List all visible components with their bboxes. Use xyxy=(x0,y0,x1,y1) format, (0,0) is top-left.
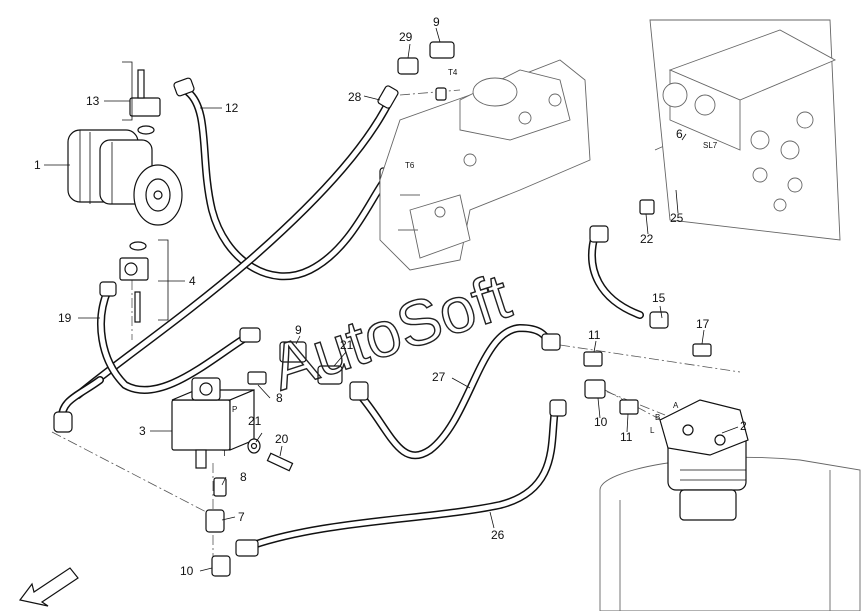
callout-10-lower: 10 xyxy=(180,564,194,578)
callout-11-upper: 11 xyxy=(588,328,601,342)
port-label-l: L xyxy=(650,426,655,435)
callout-13: 13 xyxy=(86,94,100,108)
callout-27: 27 xyxy=(432,370,446,384)
port-label-b: B xyxy=(655,413,660,422)
callout-21-lower: 21 xyxy=(248,414,262,428)
callout-10-right: 10 xyxy=(594,415,608,429)
callout-15: 15 xyxy=(652,291,666,305)
callout-20: 20 xyxy=(275,432,289,446)
callout-22: 22 xyxy=(640,232,654,246)
motor-and-tank xyxy=(599,399,861,611)
tank-plate xyxy=(649,19,841,241)
callout-8-upper: 8 xyxy=(276,391,283,405)
port-label-sl7: SL7 xyxy=(703,141,718,150)
callout-9-top: 9 xyxy=(433,15,440,29)
direction-arrow-icon xyxy=(18,567,79,607)
callout-9-center: 9 xyxy=(295,323,302,337)
callout-1: 1 xyxy=(34,158,41,172)
port-labels: T4 T6 SL7 P T A B L xyxy=(222,68,718,458)
leader-lines xyxy=(44,27,739,572)
valve-block-3 xyxy=(171,377,255,469)
callout-labels: 1 2 3 4 6 7 8 8 9 9 10 10 11 11 12 13 15… xyxy=(34,15,747,578)
callout-28: 28 xyxy=(348,90,362,104)
callout-11-lower: 11 xyxy=(620,430,633,444)
port-label-t4: T4 xyxy=(448,68,458,77)
callout-21-center: 21 xyxy=(340,338,354,352)
port-label-p: P xyxy=(232,405,237,414)
callout-3: 3 xyxy=(139,424,146,438)
bracket-13 xyxy=(122,61,161,135)
port-label-t: T xyxy=(222,449,227,458)
callout-4: 4 xyxy=(189,274,196,288)
callout-12: 12 xyxy=(225,101,239,115)
callout-17: 17 xyxy=(696,317,710,331)
control-valve xyxy=(379,59,591,271)
callout-8-lower: 8 xyxy=(240,470,247,484)
callout-2: 2 xyxy=(740,419,747,433)
callout-29: 29 xyxy=(399,30,413,44)
callout-7: 7 xyxy=(238,510,245,524)
port-label-a: A xyxy=(673,401,679,410)
callout-6: 6 xyxy=(676,127,683,141)
port-label-t6: T6 xyxy=(405,161,415,170)
callout-25: 25 xyxy=(670,211,684,225)
block-4 xyxy=(119,239,169,323)
callout-26: 26 xyxy=(491,528,505,542)
callout-19: 19 xyxy=(58,311,72,325)
pump xyxy=(67,129,183,226)
